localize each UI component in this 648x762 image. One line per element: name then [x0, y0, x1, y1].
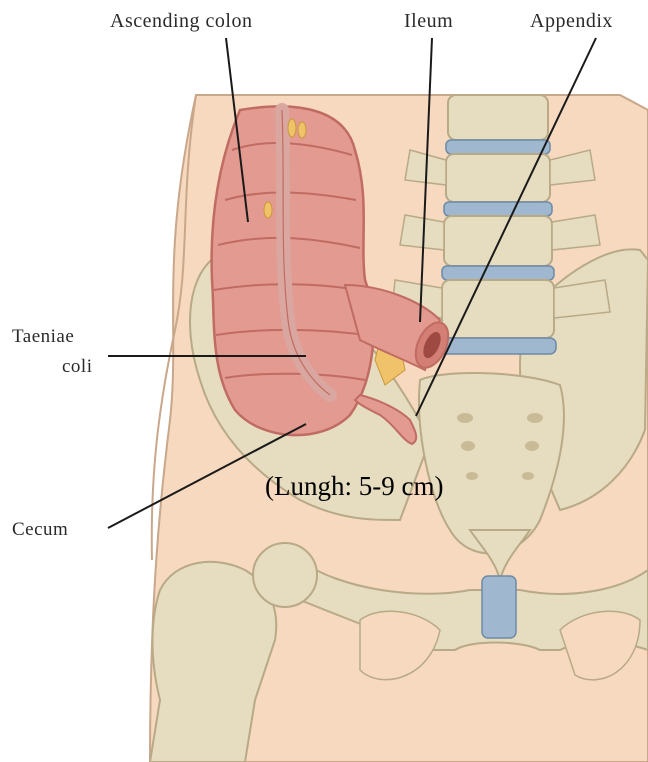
- label-taeniae-line1: Taeniae: [12, 326, 74, 348]
- length-annotation: (Lungh: 5-9 cm): [265, 471, 443, 502]
- femoral-head: [253, 543, 317, 607]
- label-ileum: Ileum: [404, 10, 453, 33]
- label-appendix: Appendix: [530, 10, 613, 33]
- label-cecum: Cecum: [12, 519, 68, 541]
- pubic-symphysis-disc: [482, 576, 516, 638]
- label-ascending-colon: Ascending colon: [110, 10, 252, 33]
- label-taeniae-line2: coli: [62, 356, 93, 378]
